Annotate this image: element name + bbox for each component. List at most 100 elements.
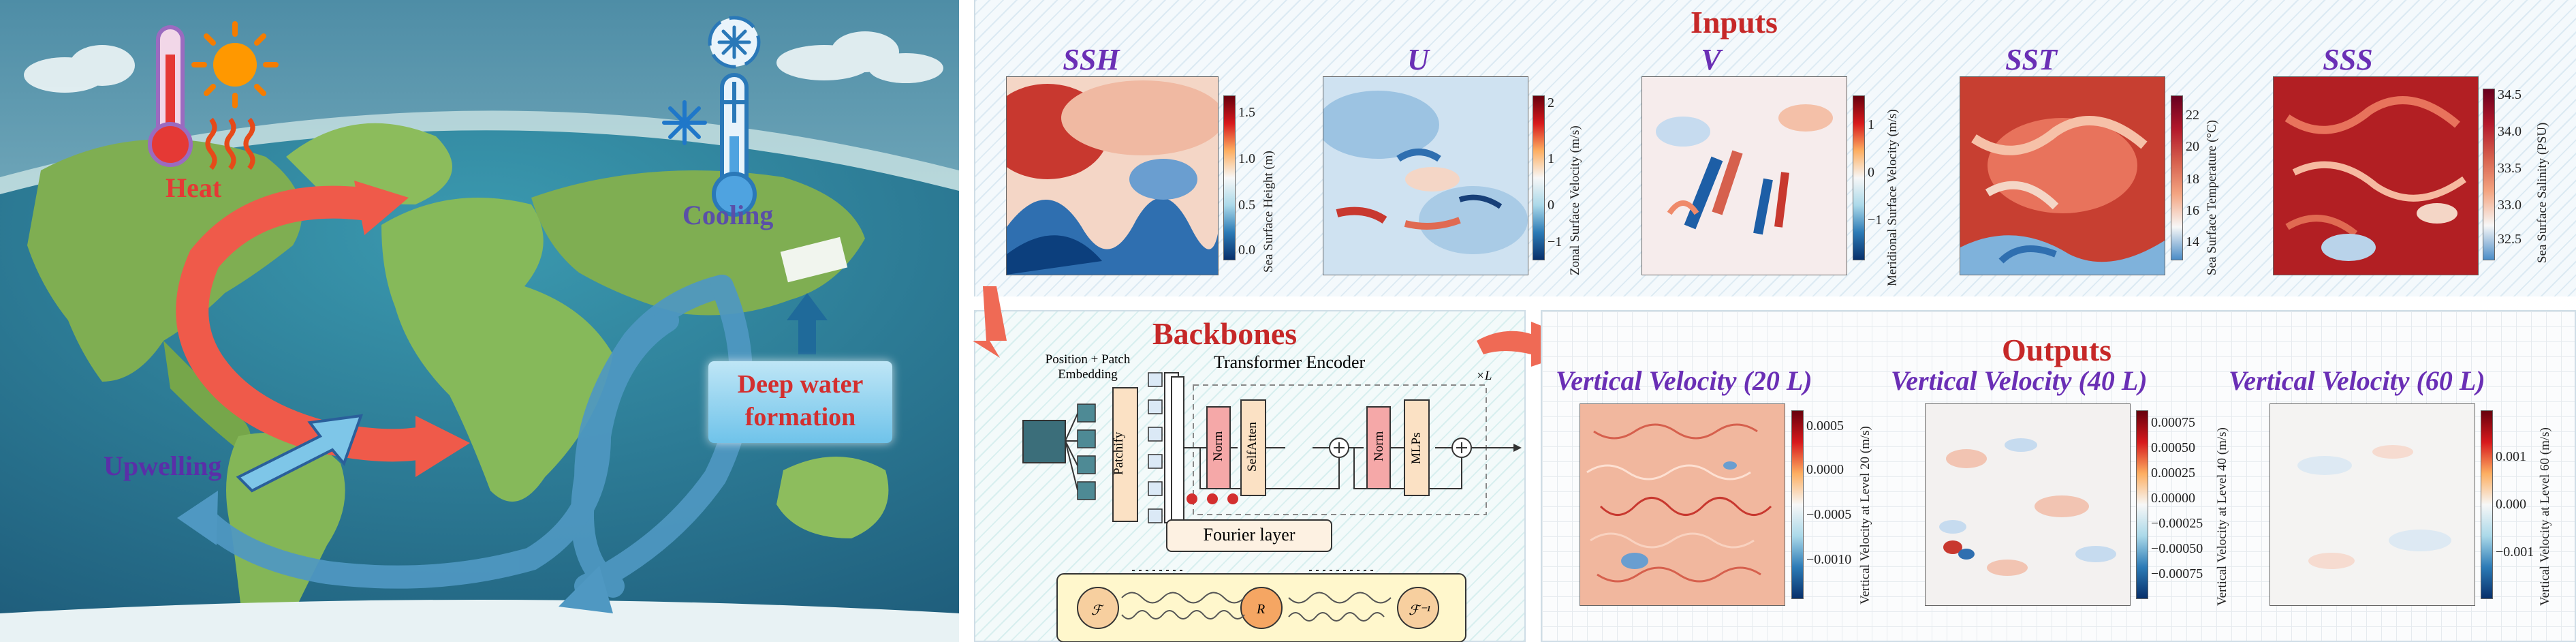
north-america-landmass [27, 139, 302, 382]
output-tick-20l: 0.0000 [1806, 462, 1844, 477]
output-tick-40l: 0.00050 [2151, 440, 2195, 455]
fourier-layer-title: Fourier layer [1203, 525, 1295, 545]
input-colorbar-u [1533, 95, 1545, 260]
fourier-layer-box: Fourier layer [1166, 519, 1332, 552]
backbones-panel: Backbones [974, 310, 1526, 642]
input-colorbar-label-ssh: Sea Surface Height (m) [1261, 151, 1276, 273]
input-title-u: U [1407, 43, 1429, 76]
thermometer-cold-icon [712, 73, 757, 217]
input-heatmap-ssh [1006, 76, 1219, 275]
input-colorbar-label-sst: Sea Surface Temperature (°C) [2205, 119, 2219, 275]
encoder-title: Transformer Encoder [1214, 352, 1366, 372]
output-tick-40l: −0.00075 [2151, 566, 2203, 581]
input-tick-sss: 34.5 [2498, 87, 2522, 102]
heat-label: Heat [166, 172, 222, 203]
greenland-landmass [286, 123, 452, 204]
warm-current-arrowhead [415, 416, 470, 477]
transformer-diagram [1022, 372, 1522, 642]
ice-block [780, 236, 848, 283]
ellipsis-dot [1227, 493, 1238, 504]
output-tick-20l: −0.0005 [1806, 507, 1852, 522]
input-heatmap-v [1642, 76, 1847, 275]
cold-current-arrowhead-east [559, 566, 613, 613]
input-tick-sss: 33.5 [2498, 161, 2522, 176]
fourier-transform-symbol: ℱ [1091, 603, 1102, 618]
output-tick-20l: −0.0010 [1806, 552, 1852, 567]
input-colorbar-sst [2171, 95, 2183, 260]
inputs-panel: Inputs SSH 1.5 1.0 0.5 0.0 Sea Surface H… [974, 0, 2576, 296]
norm-label-2: Norm [1372, 431, 1386, 461]
output-tick-60l: 0.001 [2496, 449, 2526, 464]
output-tick-40l: −0.00025 [2151, 516, 2203, 531]
output-tick-60l: 0.000 [2496, 497, 2526, 512]
inputs-title: Inputs [1691, 5, 1778, 40]
upwelling-arrow [236, 414, 363, 493]
output-colorbar-20l [1791, 410, 1804, 599]
australia-landmass [776, 457, 889, 538]
embedding-label: Position + Patch Embedding [1045, 352, 1131, 382]
input-tick-ssh: 0.5 [1238, 198, 1255, 213]
central-america-landmass [163, 341, 251, 450]
input-tick-sst: 22 [2186, 108, 2199, 123]
input-heatmap-u [1323, 76, 1528, 275]
input-tick-sss: 34.0 [2498, 124, 2522, 139]
deep-water-formation-box: Deep water formation [708, 361, 892, 443]
output-colorbar-label-60l: Vertical Velocity at Level 60 (m/s) [2538, 427, 2552, 606]
output-colorbar-40l [2136, 410, 2148, 599]
norm-label-1: Norm [1211, 431, 1225, 461]
output-tick-40l: 0.00025 [2151, 465, 2195, 480]
ocean-circulation-illustration: Heat Cooling Upwelling Deep water format… [0, 0, 959, 642]
thermometer-hot-icon [148, 25, 193, 167]
output-colorbar-label-40l: Vertical Velocity at Level 40 (m/s) [2215, 427, 2229, 606]
input-heatmap-sss [2273, 76, 2479, 275]
input-title-v: V [1701, 43, 1721, 76]
output-tick-40l: −0.00050 [2151, 541, 2203, 556]
input-tick-sst: 16 [2186, 203, 2199, 218]
input-tick-ssh: 0.0 [1238, 243, 1255, 258]
mlps-label: MLPs [1409, 432, 1424, 464]
output-title-40l: Vertical Velocity (40 L) [1891, 365, 2148, 396]
input-colorbar-label-u: Zonal Surface Velocity (m/s) [1568, 125, 1582, 275]
world-map-background [0, 0, 959, 642]
deep-water-formation-label: Deep water formation [737, 370, 864, 431]
output-colorbar-label-20l: Vertical Velocity at Level 20 (m/s) [1858, 426, 1872, 605]
input-title-sst: SST [2005, 43, 2057, 76]
input-tick-sss: 32.5 [2498, 232, 2522, 247]
snowflake-icon [662, 100, 707, 145]
sun-icon [191, 21, 279, 108]
asia-landmass [531, 170, 865, 316]
outputs-title: Outputs [2002, 333, 2112, 367]
output-heatmap-40l [1925, 403, 2131, 606]
input-title-ssh: SSH [1063, 43, 1120, 76]
flow-arrows [973, 286, 1592, 367]
output-tick-40l: 0.00000 [2151, 491, 2195, 506]
input-tick-u: 0 [1548, 198, 1554, 213]
output-tick-60l: −0.001 [2496, 545, 2534, 560]
europe-africa-landmass [381, 198, 613, 502]
backbones-title: Backbones [1152, 316, 1298, 351]
input-tick-u: 2 [1548, 95, 1554, 110]
input-tick-v: 0 [1868, 165, 1874, 180]
input-colorbar-sss [2483, 89, 2495, 260]
input-tick-v: 1 [1868, 117, 1874, 132]
input-colorbar-v [1853, 95, 1865, 260]
input-tick-ssh: 1.0 [1238, 151, 1255, 166]
repeat-label: ×L [1476, 369, 1492, 383]
input-colorbar-label-v: Meridional Surface Velocity (m/s) [1885, 109, 1900, 286]
input-heatmap-sst [1960, 76, 2165, 275]
antarctica-ice [0, 600, 959, 642]
sinking-arrow [787, 293, 828, 354]
input-tick-sst: 14 [2186, 234, 2199, 249]
input-tick-ssh: 1.5 [1238, 105, 1255, 120]
outputs-panel: Outputs Vertical Velocity (20 L) 0.0005 … [1541, 310, 2576, 642]
input-colorbar-label-sss: Sea Surface Salinity (PSU) [2535, 122, 2549, 263]
heat-waves-icon [205, 117, 255, 170]
cycle-snowflake-icon [708, 16, 761, 69]
upwelling-label: Upwelling [104, 450, 222, 481]
deep-cold-current [193, 275, 753, 598]
input-tick-sst: 18 [2186, 172, 2199, 187]
ellipsis-dot [1207, 493, 1218, 504]
fourier-r-symbol: R [1257, 602, 1266, 617]
output-tick-40l: 0.00075 [2151, 415, 2195, 430]
output-title-60l: Vertical Velocity (60 L) [2229, 365, 2485, 396]
